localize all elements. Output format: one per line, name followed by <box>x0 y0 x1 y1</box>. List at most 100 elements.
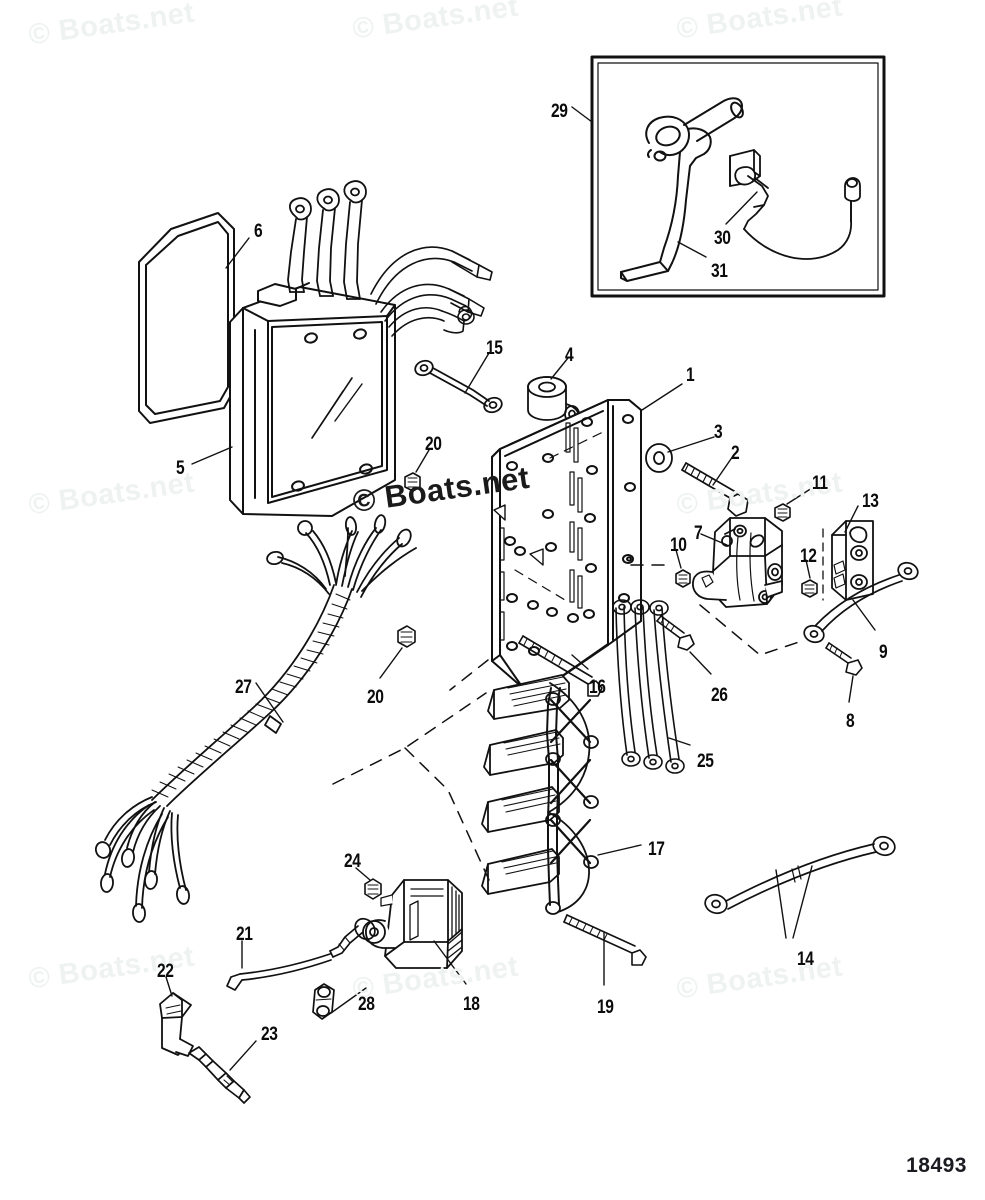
callout-leader-25 <box>668 737 691 746</box>
callout-bolt: 19 <box>597 997 614 1018</box>
callout-terminal-block: 13 <box>862 491 879 512</box>
callout-leader-14 <box>775 865 813 939</box>
callout-leader-23 <box>229 1040 257 1071</box>
bolt-16 <box>518 635 603 697</box>
callout-leader-28 <box>330 987 367 1014</box>
callout-leader-13 <box>844 505 859 533</box>
callout-leader-18 <box>433 940 467 985</box>
callout-lead-wire-assembly: 9 <box>879 642 888 663</box>
callout-leader-16 <box>571 654 589 670</box>
callout-spark-plug-boot: 22 <box>157 961 174 982</box>
callout-leader-2 <box>712 455 734 486</box>
stop-switch-drawing <box>729 149 861 260</box>
terminal-block-13 <box>831 520 874 601</box>
nut-20b <box>397 625 416 648</box>
callout-clamp: 28 <box>358 994 375 1015</box>
callout-leader-8 <box>848 675 854 703</box>
nut-20a <box>404 472 421 492</box>
coil-leads-25 <box>612 599 685 774</box>
callout-leader-6 <box>225 237 250 269</box>
callout-spacer-bushing: 4 <box>565 345 574 366</box>
ground-lead-14 <box>704 835 896 915</box>
bolt-19 <box>563 914 647 966</box>
callout-stop-switch: 30 <box>714 228 731 249</box>
callout-gasket: 6 <box>254 221 263 242</box>
lead-wire-9 <box>803 561 919 644</box>
callout-leader-30 <box>725 191 758 225</box>
callout-leader-20a <box>415 449 430 473</box>
spacer-4 <box>527 376 580 423</box>
callout-nut: 20 <box>367 687 384 708</box>
callout-nut: 11 <box>812 473 828 494</box>
gasket-drawing <box>138 212 235 424</box>
inset-box-inner <box>597 62 879 291</box>
callout-nut: 24 <box>344 851 361 872</box>
callout-leader-24 <box>355 867 371 881</box>
ht-lead-21 <box>226 917 376 991</box>
clamp-28 <box>312 983 335 1020</box>
callout-spark-plug: 23 <box>261 1024 278 1045</box>
callout-leader-5 <box>191 446 233 465</box>
ignition-coil-18 <box>362 879 463 969</box>
mounting-plate-1 <box>491 399 642 689</box>
nut-12 <box>801 579 818 598</box>
starter-solenoid-7 <box>692 517 783 608</box>
callout-ground-lead: 14 <box>797 949 814 970</box>
nut-10 <box>675 569 691 588</box>
bolt-2 <box>681 462 749 517</box>
callout-tiller-handle-kit: 29 <box>551 101 568 122</box>
callout-coil-lead: 25 <box>697 751 714 772</box>
callout-leader-11 <box>786 487 813 505</box>
callout-leader-31 <box>677 241 707 258</box>
coil-retainer-17 <box>481 674 599 915</box>
callout-leader-10 <box>675 549 682 569</box>
spark-plug-23 <box>188 1046 251 1104</box>
callout-leader-22 <box>165 976 173 997</box>
tiller-handle-drawing <box>620 115 712 282</box>
callout-high-tension-lead: 21 <box>236 924 253 945</box>
callout-leader-4 <box>550 357 569 380</box>
assembly-guides <box>332 564 806 881</box>
callout-screw: 26 <box>711 685 728 706</box>
switch-box-drawing <box>229 282 396 517</box>
callout-leader-3 <box>667 436 715 453</box>
callout-switch-box: 5 <box>176 458 185 479</box>
callout-nut: 10 <box>670 535 687 556</box>
callout-ignition-coil: 18 <box>463 994 480 1015</box>
callout-leader-17 <box>597 844 642 856</box>
callout-leader-12 <box>805 559 811 579</box>
callout-tiller-handle: 31 <box>711 261 728 282</box>
callout-wiring-harness: 27 <box>235 677 252 698</box>
switchbox-bullet-leads <box>370 246 493 337</box>
callout-bolt: 2 <box>731 443 740 464</box>
ground-strap-15 <box>414 359 503 414</box>
callout-leader-20b <box>379 647 403 679</box>
nut-11 <box>774 503 791 522</box>
callout-ignition-mounting-plate: 1 <box>686 365 695 386</box>
callout-leader-27 <box>255 682 284 723</box>
switchbox-ring-terminals <box>287 180 367 300</box>
screw-8 <box>825 642 863 676</box>
callout-coil-retainer-bracket: 17 <box>648 839 665 860</box>
callout-screw: 8 <box>846 711 855 732</box>
callout-leader-7 <box>700 533 728 546</box>
callout-nut: 12 <box>800 546 817 567</box>
callout-leader-9 <box>852 599 876 631</box>
callout-leader-26 <box>689 651 712 675</box>
callout-leader-29 <box>571 106 593 123</box>
callout-leader-15 <box>464 352 490 394</box>
callout-starter-solenoid: 7 <box>694 523 703 544</box>
callout-washer: 3 <box>714 422 723 443</box>
callout-ground-strap: 15 <box>486 338 503 359</box>
callout-nut: 20 <box>425 434 442 455</box>
nut-24 <box>364 878 382 900</box>
tiller-grip-tube <box>683 97 744 142</box>
screw-26 <box>656 615 695 651</box>
wiring-harness-27 <box>94 514 417 923</box>
washer-3 <box>645 443 673 473</box>
callout-leader-1 <box>641 383 683 411</box>
figure-number: 18493 <box>906 1154 967 1177</box>
callout-bolt: 16 <box>589 677 606 698</box>
